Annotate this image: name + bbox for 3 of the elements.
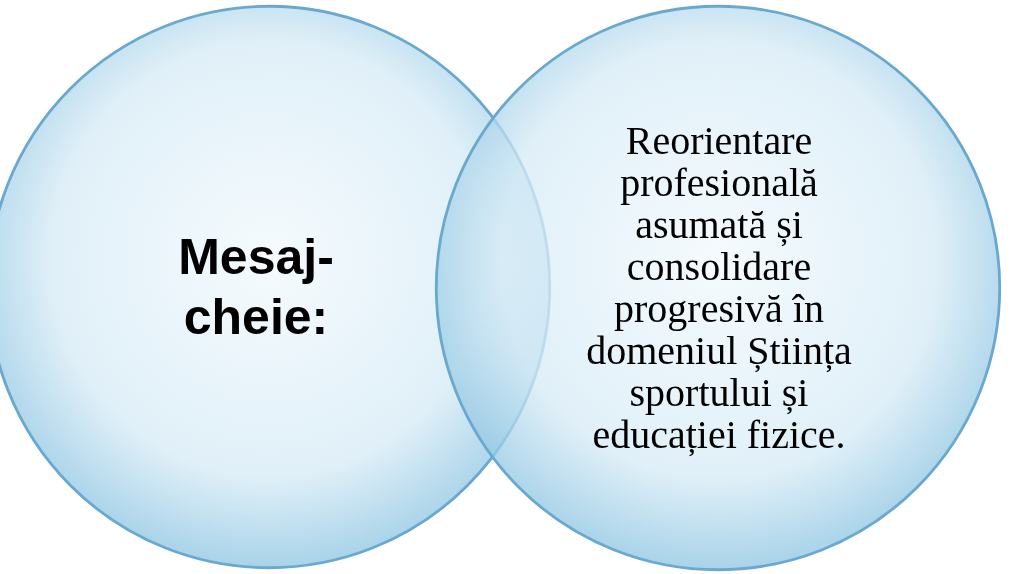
venn-circle xyxy=(434,4,1002,572)
node-text: Reorientare profesională asumată și consolidare progresivă în domeniul Știința sportului și educației fizice. xyxy=(585,120,853,456)
node-text: Mesaj-cheie: xyxy=(177,228,335,347)
